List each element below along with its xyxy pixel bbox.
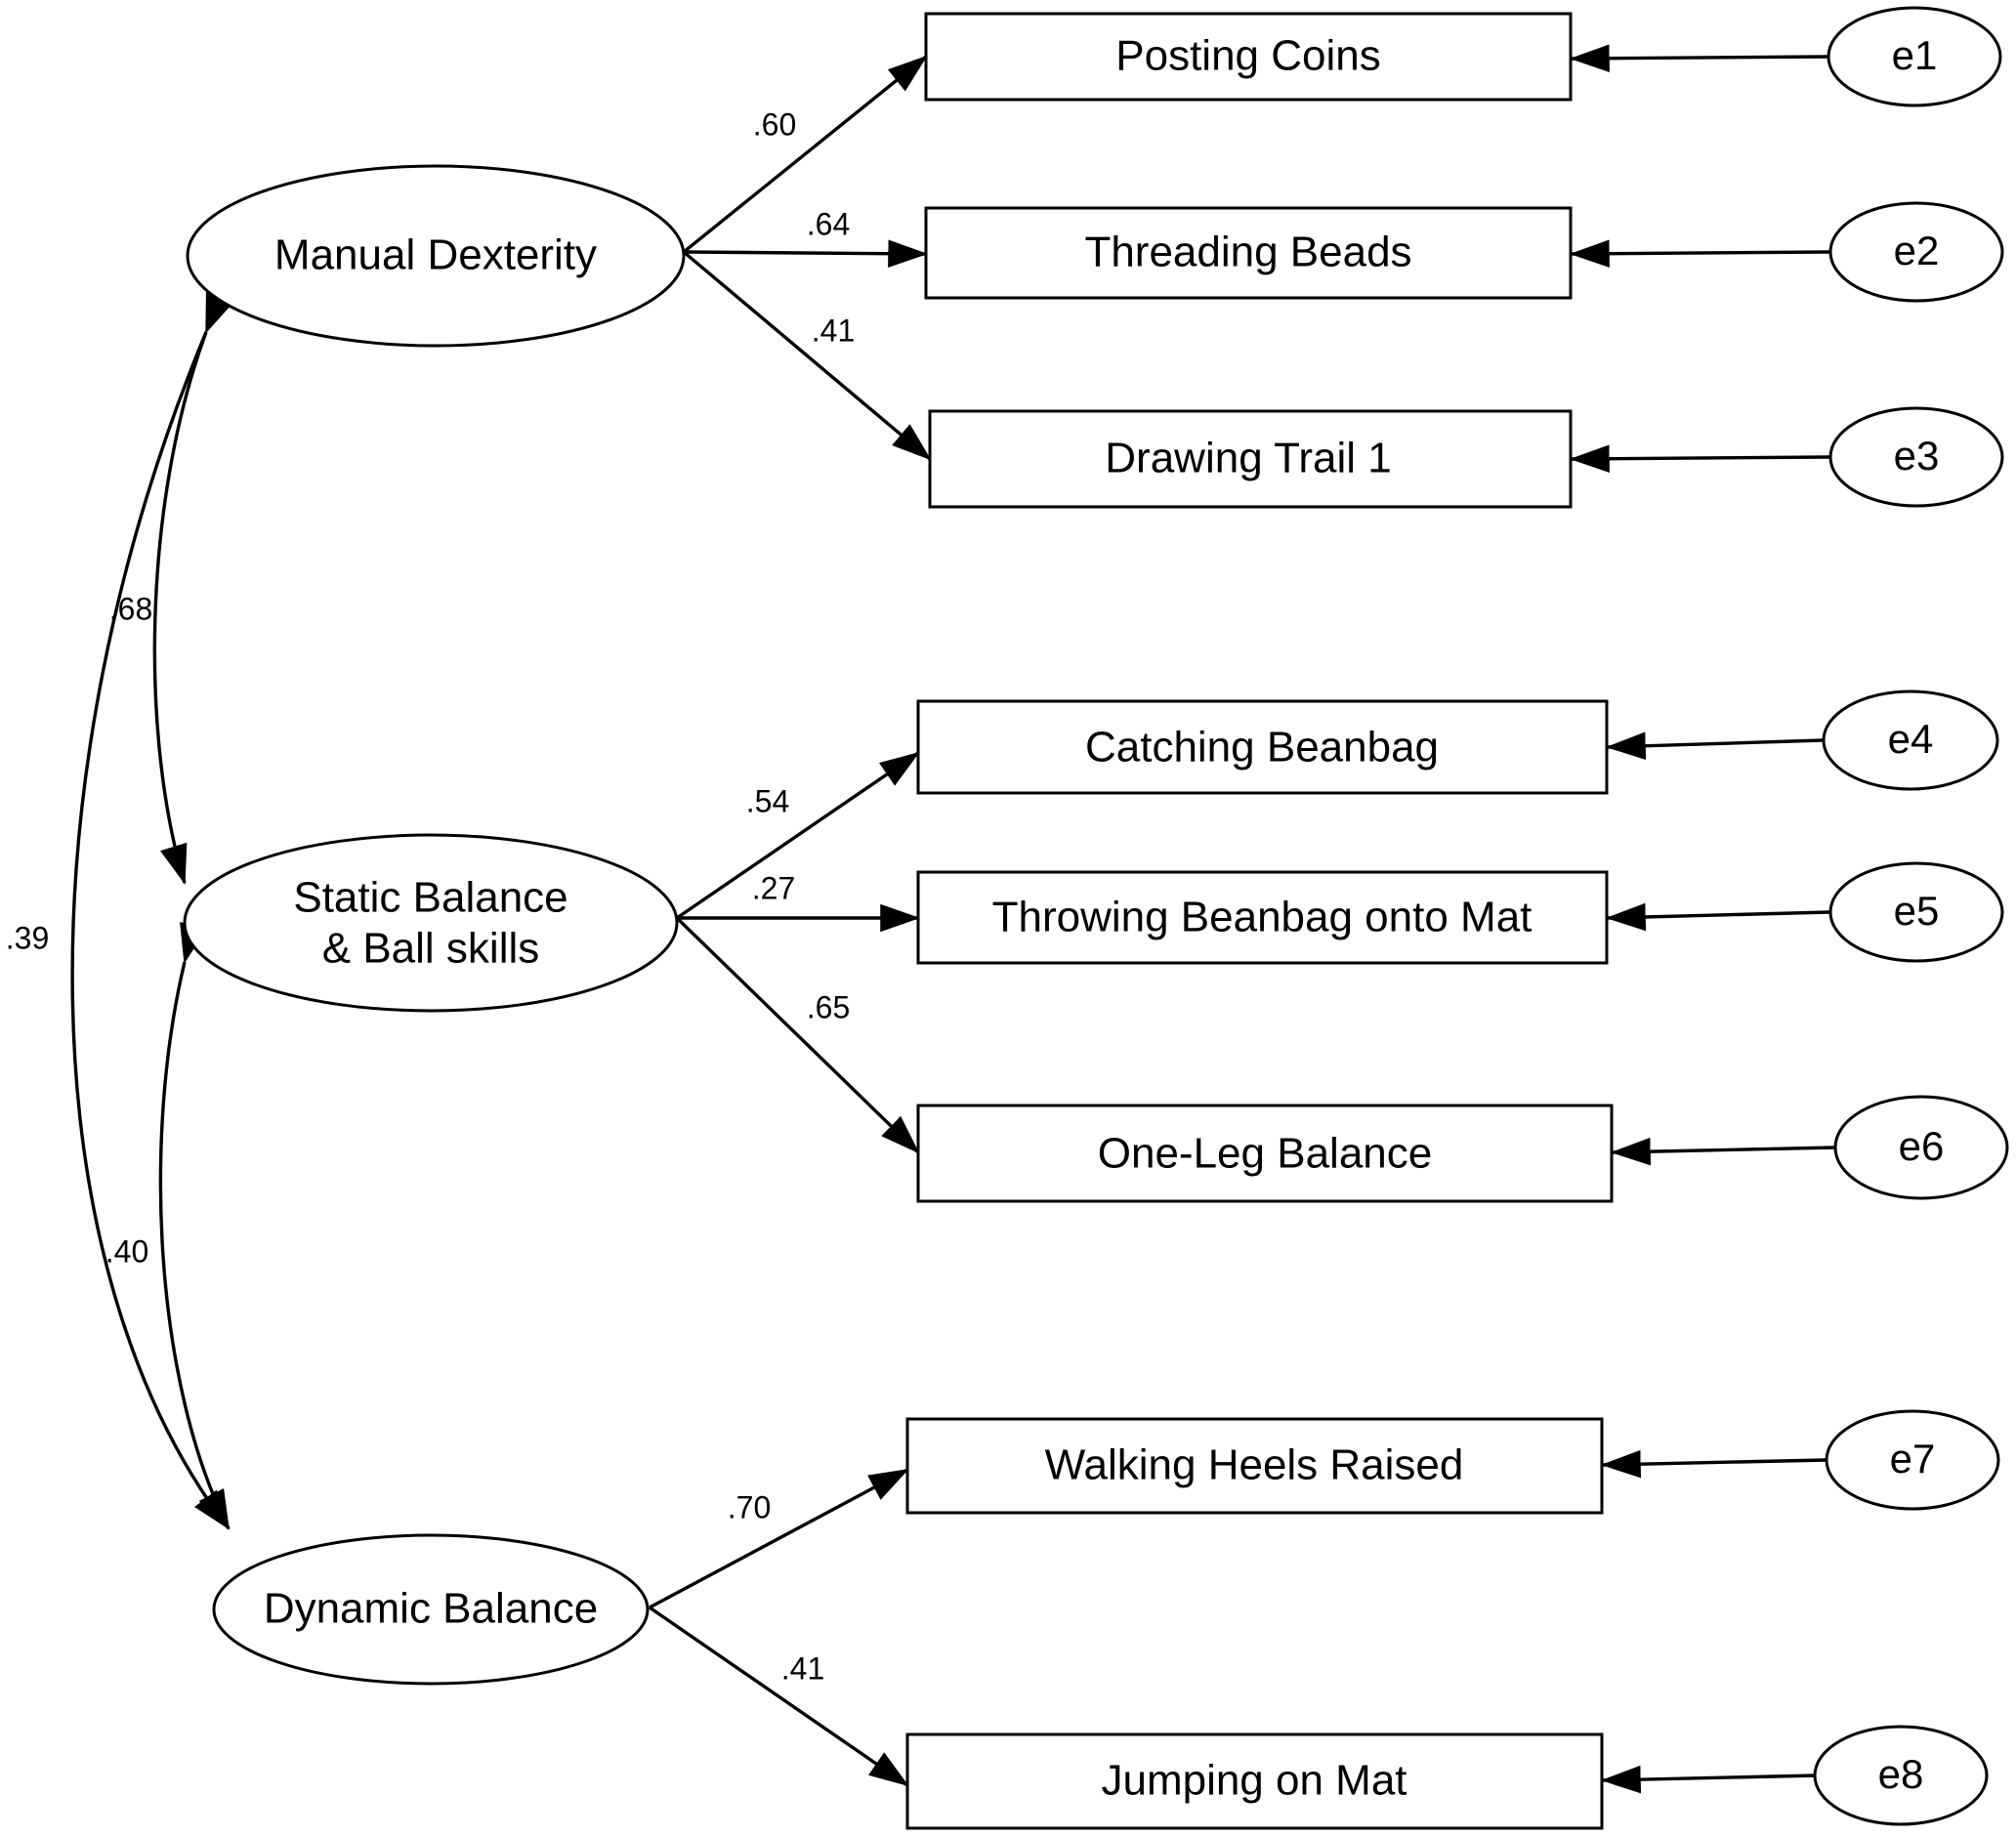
- factor-static-balance-ball-skills: Static Balance & Ball skills: [183, 833, 679, 1013]
- factor-label-line2: & Ball skills: [322, 925, 540, 973]
- factor-dynamic-balance: Dynamic Balance: [212, 1533, 650, 1686]
- error-e2: e2: [1828, 201, 2004, 303]
- loading-label-one-leg-balance: .65: [807, 989, 850, 1024]
- loading-label-walking-heels: .70: [728, 1489, 771, 1524]
- indicator-posting-coins: Posting Coins: [924, 12, 1573, 102]
- factor-manual-dexterity: Manual Dexterity: [186, 164, 686, 348]
- loading-arrow-jumping-mat: [649, 1606, 909, 1787]
- error-label: e8: [1878, 1751, 1924, 1797]
- error-label: e2: [1894, 228, 1940, 273]
- factor-label: Dynamic Balance: [264, 1585, 598, 1633]
- correlation-manual-dynamic: [70, 291, 234, 1530]
- loading-arrow-posting-coins: [682, 55, 928, 254]
- error-e6: e6: [1833, 1095, 2009, 1200]
- indicator-drawing-trail: Drawing Trail 1: [928, 409, 1573, 509]
- error-arrow-e2: [1569, 239, 1830, 268]
- indicator-label: Posting Coins: [1115, 32, 1380, 80]
- loading-label-drawing-trail: .41: [812, 313, 855, 348]
- loading-label-posting-coins: .60: [753, 106, 796, 142]
- loading-arrow-walking-heels: [649, 1468, 909, 1609]
- error-arrow-e8: [1600, 1765, 1818, 1794]
- coefficient-labels: .60 .64 .41 .54 .27 .65 .70 .41 .68 .40 …: [6, 106, 855, 1686]
- loading-label-catching-beanbag: .54: [746, 783, 789, 818]
- error-arrow-e4: [1605, 731, 1824, 761]
- indicator-catching-beanbag: Catching Beanbag: [916, 699, 1609, 795]
- indicator-label: Drawing Trail 1: [1105, 435, 1391, 482]
- indicator-threading-beads: Threading Beads: [924, 206, 1573, 300]
- error-label: e3: [1894, 433, 1940, 479]
- loading-label-throwing-beanbag: .27: [752, 870, 795, 905]
- error-e4: e4: [1822, 689, 1999, 791]
- error-label: e1: [1892, 32, 1938, 78]
- factor-label: Manual Dexterity: [274, 231, 597, 279]
- indicator-walking-heels-raised: Walking Heels Raised: [905, 1417, 1604, 1515]
- error-label: e6: [1899, 1123, 1945, 1169]
- indicator-label: One-Leg Balance: [1098, 1130, 1432, 1178]
- indicator-label: Throwing Beanbag onto Mat: [992, 894, 1533, 941]
- error-label: e7: [1890, 1436, 1936, 1481]
- indicator-label: Walking Heels Raised: [1045, 1441, 1464, 1489]
- indicators: Posting Coins Threading Beads Drawing Tr…: [905, 12, 1614, 1830]
- error-arrow-e7: [1600, 1449, 1827, 1479]
- edges: [70, 44, 1836, 1794]
- error-e7: e7: [1825, 1409, 2000, 1511]
- correlation-label-static-dynamic: .40: [105, 1233, 148, 1269]
- error-label: e5: [1894, 888, 1940, 934]
- indicator-label: Threading Beads: [1084, 229, 1411, 276]
- error-arrow-e6: [1610, 1137, 1836, 1166]
- error-label: e4: [1888, 716, 1934, 762]
- correlation-label-manual-static: .68: [109, 591, 152, 626]
- loading-arrow-catching-beanbag: [676, 751, 920, 920]
- loading-label-threading-beads: .64: [807, 206, 850, 241]
- error-e3: e3: [1828, 406, 2004, 508]
- error-terms: e1 e2 e3 e4 e5 e6 e7 e8: [1813, 6, 2009, 1826]
- indicator-one-leg-balance: One-Leg Balance: [916, 1104, 1614, 1203]
- indicator-throwing-beanbag: Throwing Beanbag onto Mat: [916, 870, 1609, 965]
- loading-label-jumping-mat: .41: [781, 1650, 824, 1686]
- error-e1: e1: [1827, 6, 2002, 107]
- factor-label-line1: Static Balance: [293, 874, 567, 922]
- latent-factors: Manual Dexterity Static Balance & Ball s…: [183, 164, 686, 1686]
- correlation-static-dynamic: [158, 921, 231, 1530]
- loading-arrow-threading-beads: [683, 239, 929, 268]
- error-e8: e8: [1813, 1725, 1989, 1826]
- indicator-jumping-on-mat: Jumping on Mat: [905, 1732, 1604, 1830]
- indicator-label: Catching Beanbag: [1085, 724, 1439, 772]
- error-arrow-e3: [1569, 444, 1830, 473]
- error-arrow-e1: [1569, 44, 1830, 72]
- indicator-label: Jumping on Mat: [1101, 1757, 1407, 1805]
- loading-arrow-drawing-trail: [682, 250, 932, 461]
- loading-arrow-one-leg-balance: [675, 916, 920, 1154]
- correlation-manual-static: [152, 291, 232, 885]
- error-e5: e5: [1828, 861, 2004, 963]
- correlation-label-manual-dynamic: .39: [6, 920, 49, 955]
- error-arrow-e5: [1605, 902, 1830, 932]
